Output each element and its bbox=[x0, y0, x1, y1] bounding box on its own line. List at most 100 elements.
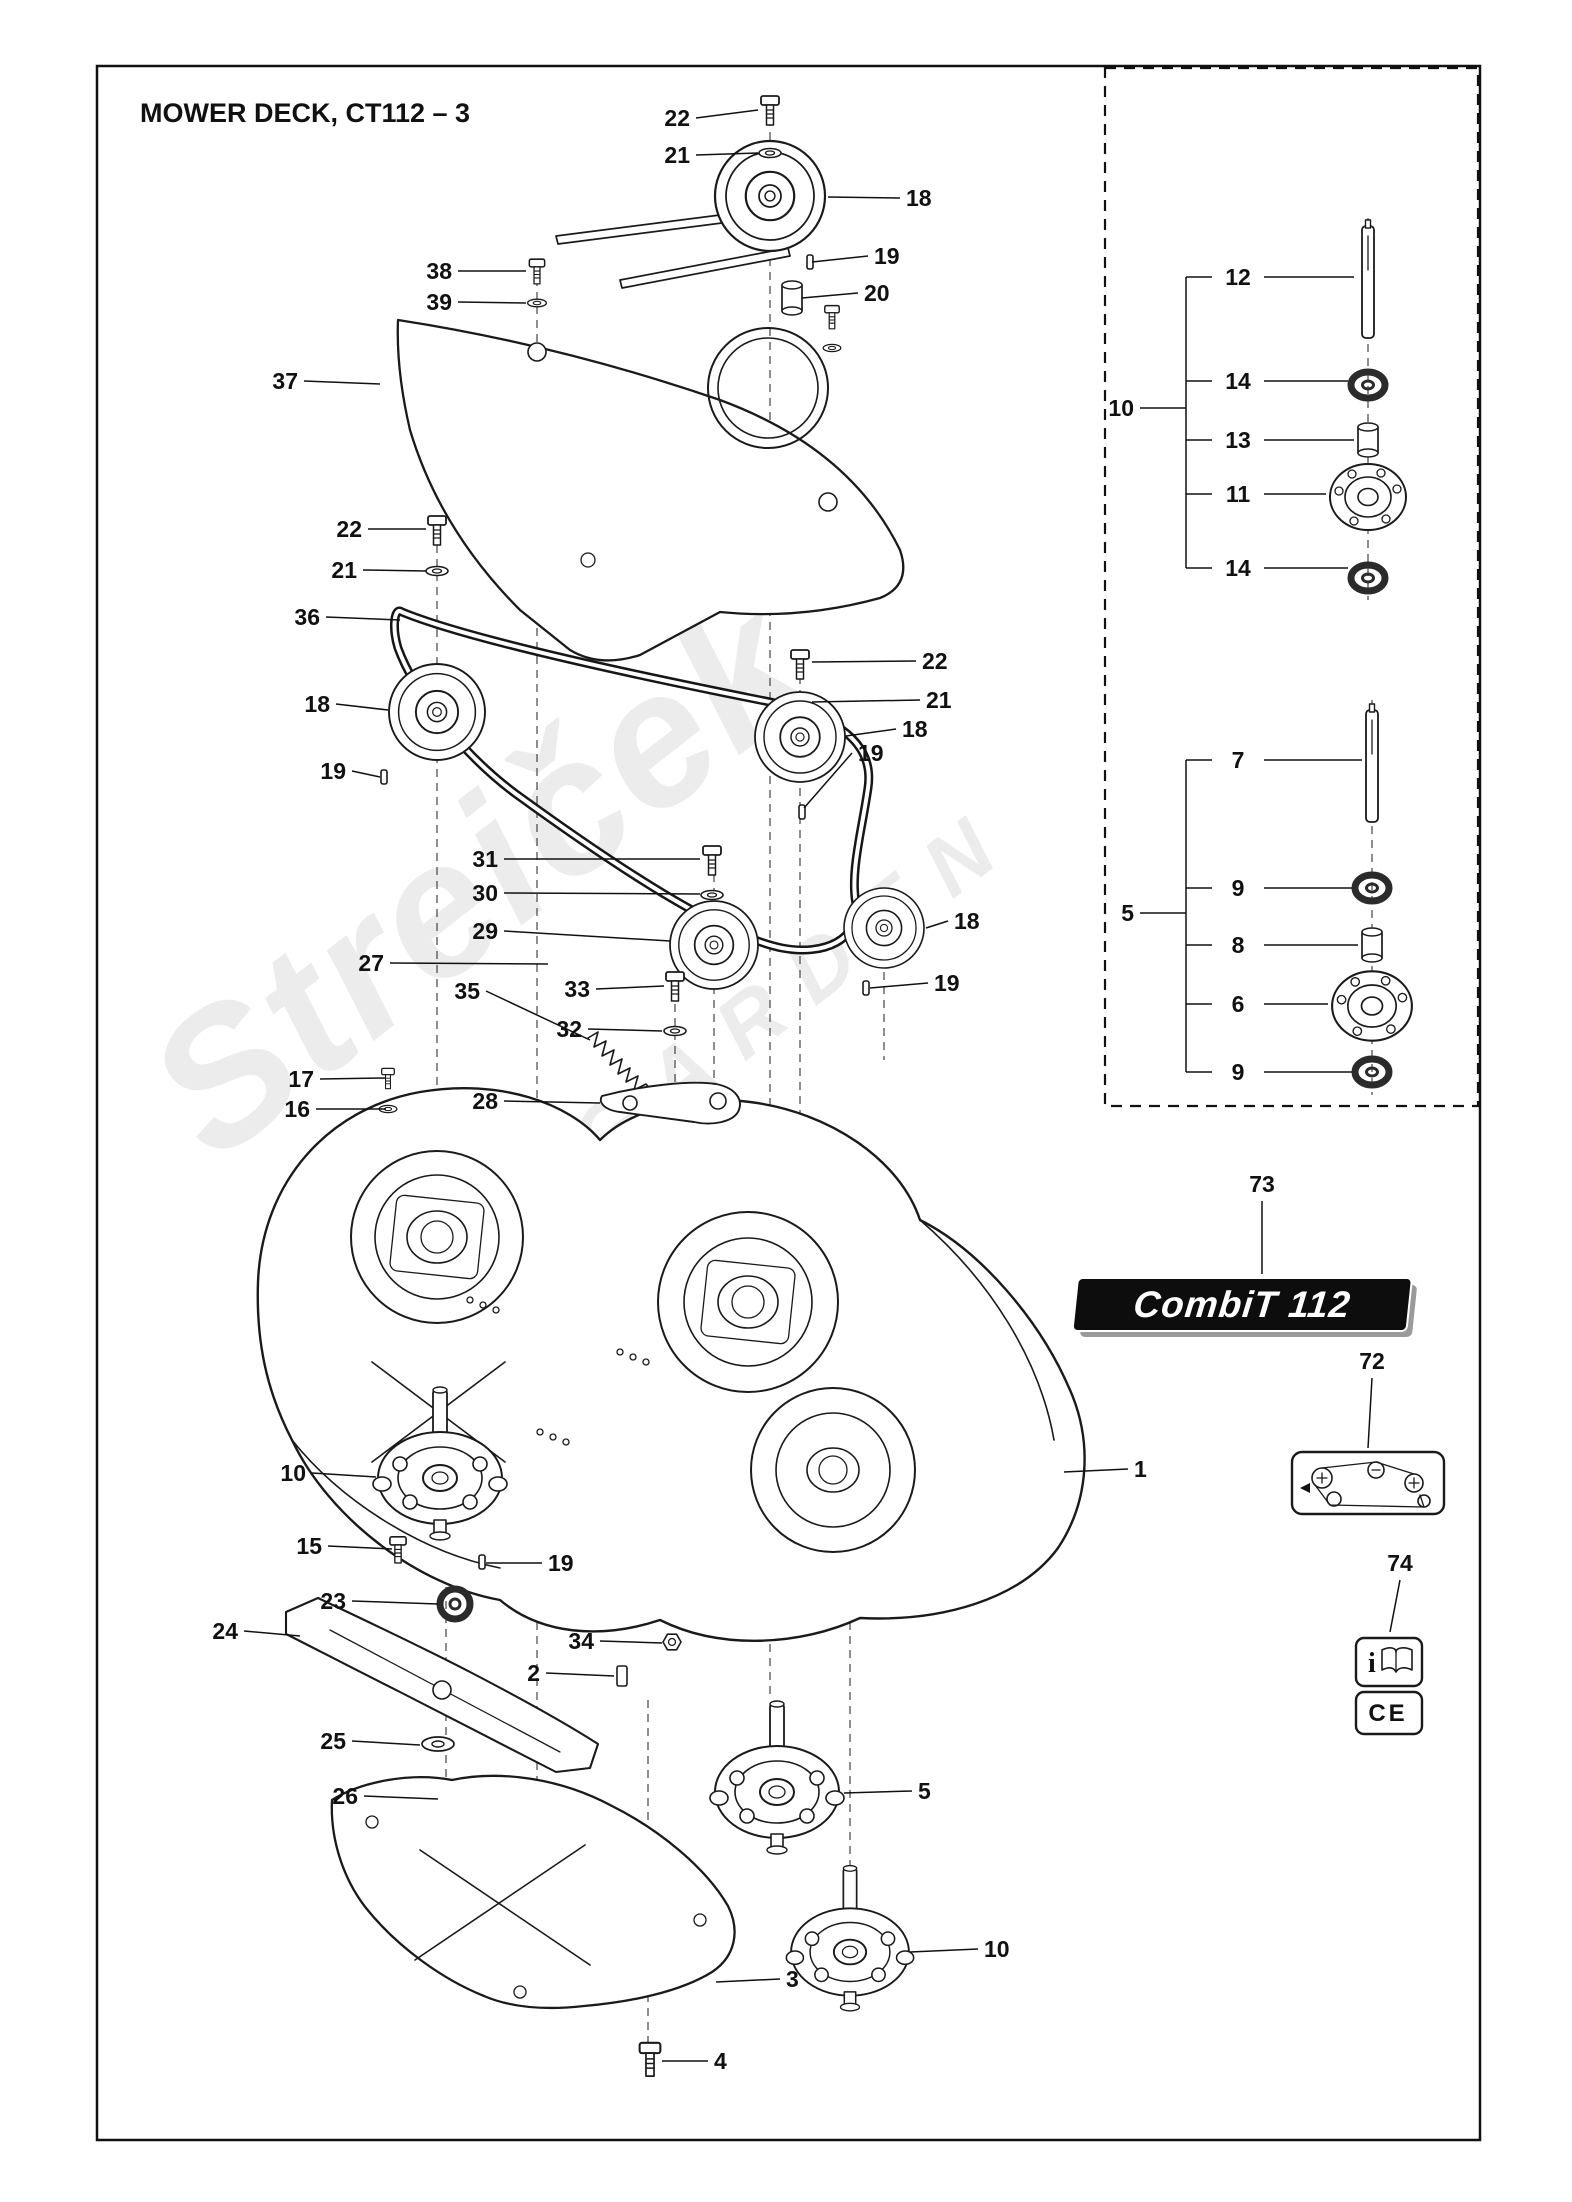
part-callout-18: 18 bbox=[827, 185, 932, 211]
part-callout-22: 22 bbox=[664, 105, 759, 131]
svg-text:22: 22 bbox=[922, 648, 948, 674]
part-callout-16: 16 bbox=[284, 1096, 386, 1122]
svg-text:9: 9 bbox=[1232, 875, 1245, 901]
spindle-5-center bbox=[709, 1700, 845, 1855]
part-callout-10: 10 bbox=[280, 1460, 377, 1486]
svg-text:33: 33 bbox=[564, 976, 590, 1002]
svg-text:15: 15 bbox=[296, 1533, 322, 1559]
spacer-20 bbox=[781, 280, 803, 316]
deck-housing bbox=[256, 1086, 1086, 1643]
part-callout-19: 19 bbox=[803, 740, 884, 809]
part-callout-21: 21 bbox=[331, 557, 427, 583]
washer-30 bbox=[700, 889, 724, 901]
svg-text:25: 25 bbox=[320, 1728, 346, 1754]
svg-text:21: 21 bbox=[926, 687, 952, 713]
page-border bbox=[95, 64, 1482, 2142]
belt-cover bbox=[396, 318, 905, 662]
spacer-13 bbox=[1357, 422, 1379, 458]
bolt-22 bbox=[760, 95, 780, 126]
spring-35 bbox=[587, 1031, 655, 1095]
part-callout-18: 18 bbox=[925, 908, 980, 934]
washer-small bbox=[822, 343, 842, 353]
svg-text:36: 36 bbox=[294, 604, 320, 630]
svg-text:26: 26 bbox=[332, 1783, 358, 1809]
pin-19 bbox=[380, 769, 388, 785]
svg-text:2: 2 bbox=[527, 1660, 540, 1686]
svg-text:17: 17 bbox=[288, 1066, 314, 1092]
part-callout-18: 18 bbox=[304, 691, 389, 717]
svg-text:34: 34 bbox=[568, 1628, 594, 1654]
info-icon: i bbox=[1368, 1648, 1376, 1679]
part-callout-39: 39 bbox=[426, 289, 527, 315]
part-callout-28: 28 bbox=[472, 1088, 601, 1114]
svg-text:7: 7 bbox=[1232, 747, 1245, 773]
part-callout-37: 37 bbox=[272, 368, 381, 394]
mid-pulley-group bbox=[378, 515, 925, 1125]
part-callout-2: 2 bbox=[527, 1660, 615, 1686]
part-callout-21: 21 bbox=[811, 687, 952, 713]
svg-text:1: 1 bbox=[1134, 1456, 1147, 1482]
part-callout-3: 3 bbox=[715, 1966, 799, 1992]
svg-text:29: 29 bbox=[472, 918, 498, 944]
svg-text:27: 27 bbox=[358, 950, 384, 976]
pulley-18-left bbox=[388, 663, 486, 761]
svg-text:19: 19 bbox=[858, 740, 884, 766]
part-callout-10: 10 bbox=[909, 1936, 1010, 1962]
part-callout-34: 34 bbox=[568, 1628, 663, 1654]
svg-text:10: 10 bbox=[280, 1460, 306, 1486]
svg-text:22: 22 bbox=[664, 105, 690, 131]
svg-text:11: 11 bbox=[1226, 481, 1251, 507]
part-callout-23: 23 bbox=[320, 1588, 439, 1614]
svg-text:74: 74 bbox=[1387, 1550, 1413, 1576]
svg-text:39: 39 bbox=[426, 289, 452, 315]
svg-text:35: 35 bbox=[454, 978, 480, 1004]
part-callout-33: 33 bbox=[564, 976, 665, 1002]
idler-arm-28 bbox=[599, 1081, 741, 1125]
svg-text:73: 73 bbox=[1249, 1171, 1275, 1197]
svg-text:18: 18 bbox=[304, 691, 330, 717]
svg-text:19: 19 bbox=[548, 1550, 574, 1576]
spindle-detail-bottom bbox=[1331, 703, 1413, 1085]
pulley-18-center bbox=[754, 691, 846, 783]
callout-layer: 2221181920383937222136181922211819313029… bbox=[212, 105, 1413, 2074]
spacer-2 bbox=[616, 1665, 628, 1687]
idler-pulley-18 bbox=[843, 887, 925, 969]
washer-32 bbox=[663, 1025, 687, 1037]
svg-text:19: 19 bbox=[934, 970, 960, 996]
part-callout-38: 38 bbox=[426, 258, 526, 284]
bolt-22 bbox=[427, 515, 447, 546]
part-callout-36: 36 bbox=[294, 604, 401, 630]
manual-icons-74: i CE bbox=[1354, 1636, 1424, 1736]
svg-text:18: 18 bbox=[906, 185, 932, 211]
part-callout-30: 30 bbox=[472, 880, 701, 906]
bearing-23 bbox=[436, 1585, 474, 1623]
svg-text:5: 5 bbox=[918, 1778, 931, 1804]
svg-text:28: 28 bbox=[472, 1088, 498, 1114]
svg-text:32: 32 bbox=[556, 1016, 582, 1042]
pin-19 bbox=[478, 1554, 486, 1570]
part-callout-5: 5 bbox=[843, 1778, 931, 1804]
part-callout-19: 19 bbox=[869, 970, 960, 996]
svg-text:6: 6 bbox=[1232, 991, 1245, 1017]
svg-text:19: 19 bbox=[874, 243, 900, 269]
washer-21 bbox=[758, 147, 782, 159]
svg-text:21: 21 bbox=[664, 142, 690, 168]
top-pulley-assembly bbox=[526, 95, 842, 353]
svg-text:19: 19 bbox=[320, 758, 346, 784]
svg-text:31: 31 bbox=[472, 846, 498, 872]
bolt-4 bbox=[638, 2041, 662, 2078]
washer-21 bbox=[425, 565, 449, 577]
part-callout-25: 25 bbox=[320, 1728, 421, 1754]
svg-text:3: 3 bbox=[786, 1966, 799, 1992]
housing-11 bbox=[1329, 463, 1407, 531]
belt-decal-72 bbox=[1290, 1450, 1446, 1516]
svg-text:24: 24 bbox=[212, 1618, 238, 1644]
svg-text:37: 37 bbox=[272, 368, 298, 394]
svg-text:10: 10 bbox=[984, 1936, 1010, 1962]
page-title: MOWER DECK, CT112 – 3 bbox=[140, 98, 470, 128]
svg-text:21: 21 bbox=[331, 557, 357, 583]
part-callout-35: 35 bbox=[454, 978, 591, 1041]
